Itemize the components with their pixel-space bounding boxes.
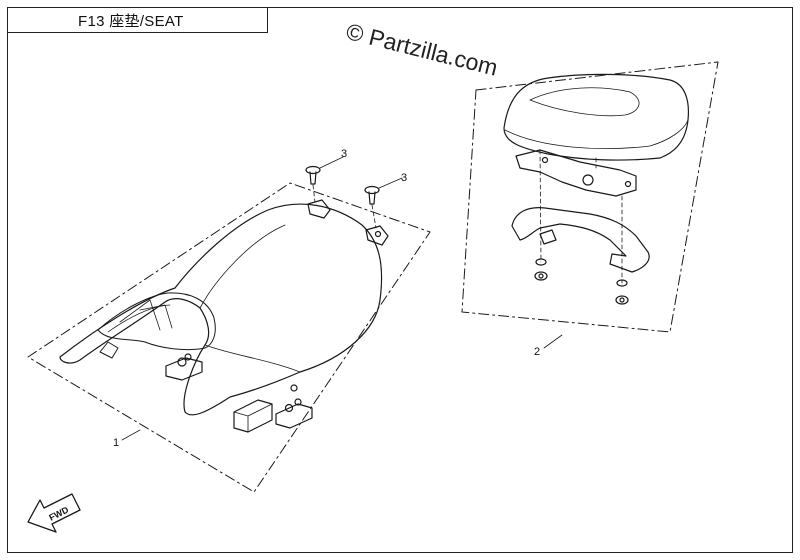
callout-3-front: 3 [341, 148, 347, 160]
pillion-bracket [511, 207, 650, 273]
rider-seat-boundary [27, 182, 431, 493]
forward-arrow-icon: FWD [27, 493, 81, 533]
nut-right [615, 279, 629, 305]
screw-front [305, 156, 344, 185]
callout-1-leader [121, 429, 141, 441]
seat-mount-bracket-right [275, 403, 313, 429]
pillion-seat-cushion [503, 73, 690, 161]
callout-2: 2 [534, 346, 540, 358]
seat-rubber-block-front [233, 399, 273, 433]
rider-seat-body [59, 203, 383, 416]
callout-3-rear: 3 [401, 172, 407, 184]
drawing-frame [7, 7, 793, 553]
callout-2-leader [543, 334, 563, 349]
pillion-seat-boundary [461, 61, 719, 333]
diagram-title: F13 座垫/SEAT [78, 13, 184, 30]
seat-underside-pan [97, 292, 216, 351]
screw-rear [364, 177, 403, 205]
pillion-seat-group [461, 61, 719, 333]
seat-hook-front [307, 199, 331, 219]
seat-hook-rear [365, 225, 389, 246]
rider-seat-group [27, 182, 431, 493]
callout-1: 1 [113, 437, 119, 449]
title-block [7, 7, 268, 33]
seat-mount-bracket-left [165, 357, 203, 381]
pillion-base-plate [515, 149, 637, 197]
